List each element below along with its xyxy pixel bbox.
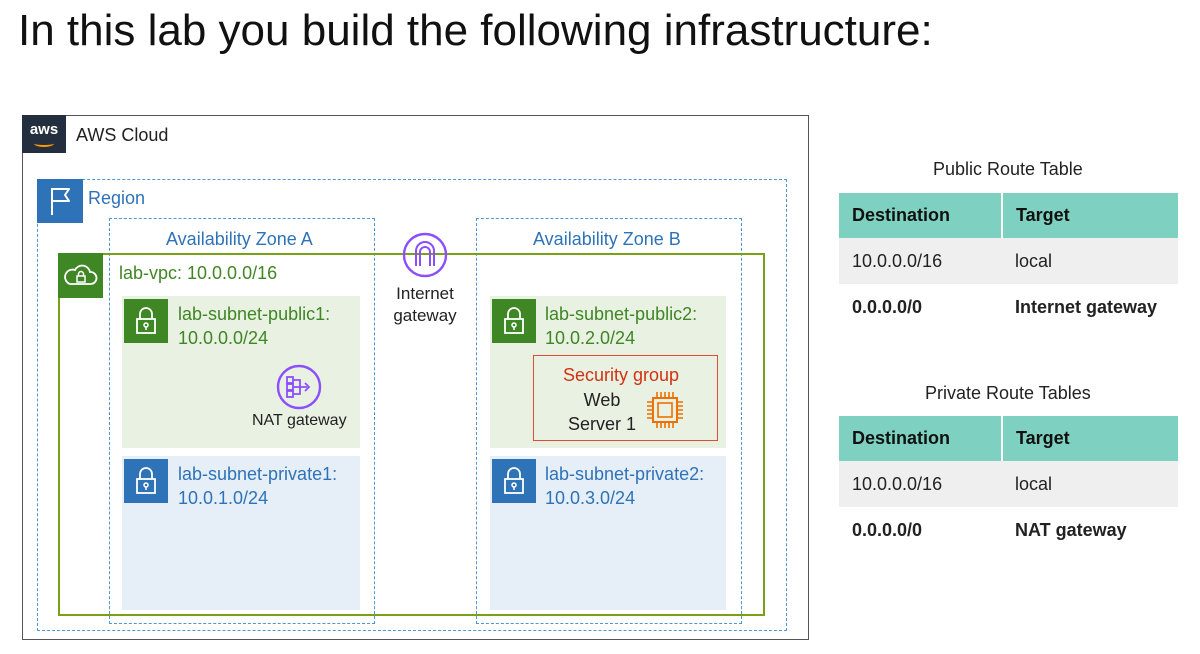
route-target: NAT gateway (1015, 519, 1127, 540)
subnet-name: lab-subnet-private1: (178, 464, 338, 484)
lock-icon (124, 299, 168, 343)
route-destination: 0.0.0.0/0 (852, 296, 923, 317)
column-header-destination: Destination (839, 193, 1002, 238)
private-route-table: Destination Target 10.0.0.0/16 local 0.0… (839, 416, 1178, 553)
lock-icon (492, 459, 536, 503)
availability-zone-a-label: Availability Zone A (166, 229, 313, 249)
table-row: 10.0.0.0/16 local (839, 461, 1178, 507)
private-subnet-2-label: lab-subnet-private2: 10.0.3.0/24 (545, 462, 704, 510)
subnet-cidr: 10.0.0.0/24 (178, 328, 269, 348)
region-label: Region (88, 188, 146, 208)
public-route-table: Destination Target 10.0.0.0/16 local 0.0… (839, 193, 1178, 330)
route-destination: 0.0.0.0/0 (852, 519, 923, 540)
subnet-name: lab-subnet-private2: (545, 464, 705, 484)
aws-cloud-boundary (22, 115, 809, 640)
lock-icon (492, 299, 536, 343)
public-subnet-2-label: lab-subnet-public2: 10.0.2.0/24 (545, 302, 697, 350)
security-group-label: Security group (563, 365, 680, 385)
subnet-name: lab-subnet-public1: (178, 304, 331, 324)
public-subnet-1-label: lab-subnet-public1: 10.0.0.0/24 (178, 302, 330, 350)
vpc-boundary (58, 253, 765, 616)
lock-icon (124, 459, 168, 503)
column-header-destination: Destination (839, 416, 1002, 461)
route-target: local (1002, 461, 1178, 507)
private-route-tables-title: Private Route Tables (925, 383, 1091, 403)
private-subnet-1-label: lab-subnet-private1: 10.0.1.0/24 (178, 462, 337, 510)
aws-cloud-label: AWS Cloud (76, 125, 169, 145)
page-title: In this lab you build the following infr… (18, 6, 933, 55)
nat-gateway-icon (276, 364, 322, 410)
aws-logo-icon: aws (22, 115, 66, 153)
availability-zone-b (476, 218, 742, 624)
subnet-cidr: 10.0.3.0/24 (545, 488, 636, 508)
route-target: Internet gateway (1015, 296, 1158, 317)
web-server-line2: Server 1 (567, 414, 637, 434)
table-header-row: Destination Target (839, 193, 1178, 238)
flag-icon (37, 179, 83, 223)
route-destination: 10.0.0.0/16 (839, 238, 1002, 284)
vpc-label: lab-vpc: 10.0.0.0/16 (119, 263, 278, 283)
subnet-cidr: 10.0.2.0/24 (545, 328, 636, 348)
subnet-name: lab-subnet-public2: (545, 304, 698, 324)
nat-gateway-label: NAT gateway (252, 412, 347, 429)
subnet-cidr: 10.0.1.0/24 (178, 488, 269, 508)
web-server-label: Web Server 1 (566, 388, 638, 436)
security-group-boundary (533, 355, 718, 441)
public-route-table-title: Public Route Table (933, 159, 1083, 179)
web-server-line1: Web (583, 390, 621, 410)
availability-zone-b-label: Availability Zone B (533, 229, 681, 249)
cloud-lock-icon (58, 253, 103, 298)
route-target: local (1002, 238, 1178, 284)
availability-zone-a (109, 218, 375, 624)
column-header-target: Target (1001, 193, 1178, 238)
table-header-row: Destination Target (839, 416, 1178, 461)
table-row: 10.0.0.0/16 local (839, 238, 1178, 284)
table-row: 0.0.0.0/0 Internet gateway (839, 284, 1178, 330)
aws-smile-icon (34, 140, 54, 147)
internet-gateway-line2: gateway (393, 306, 457, 325)
internet-gateway-label: Internet gateway (380, 283, 470, 327)
chip-icon (641, 386, 689, 434)
region-boundary (37, 179, 787, 631)
internet-gateway-icon (402, 232, 448, 278)
aws-logo-text: aws (29, 121, 59, 138)
table-row: 0.0.0.0/0 NAT gateway (839, 507, 1178, 553)
column-header-target: Target (1001, 416, 1178, 461)
internet-gateway-line1: Internet (396, 284, 454, 303)
route-destination: 10.0.0.0/16 (839, 461, 1002, 507)
